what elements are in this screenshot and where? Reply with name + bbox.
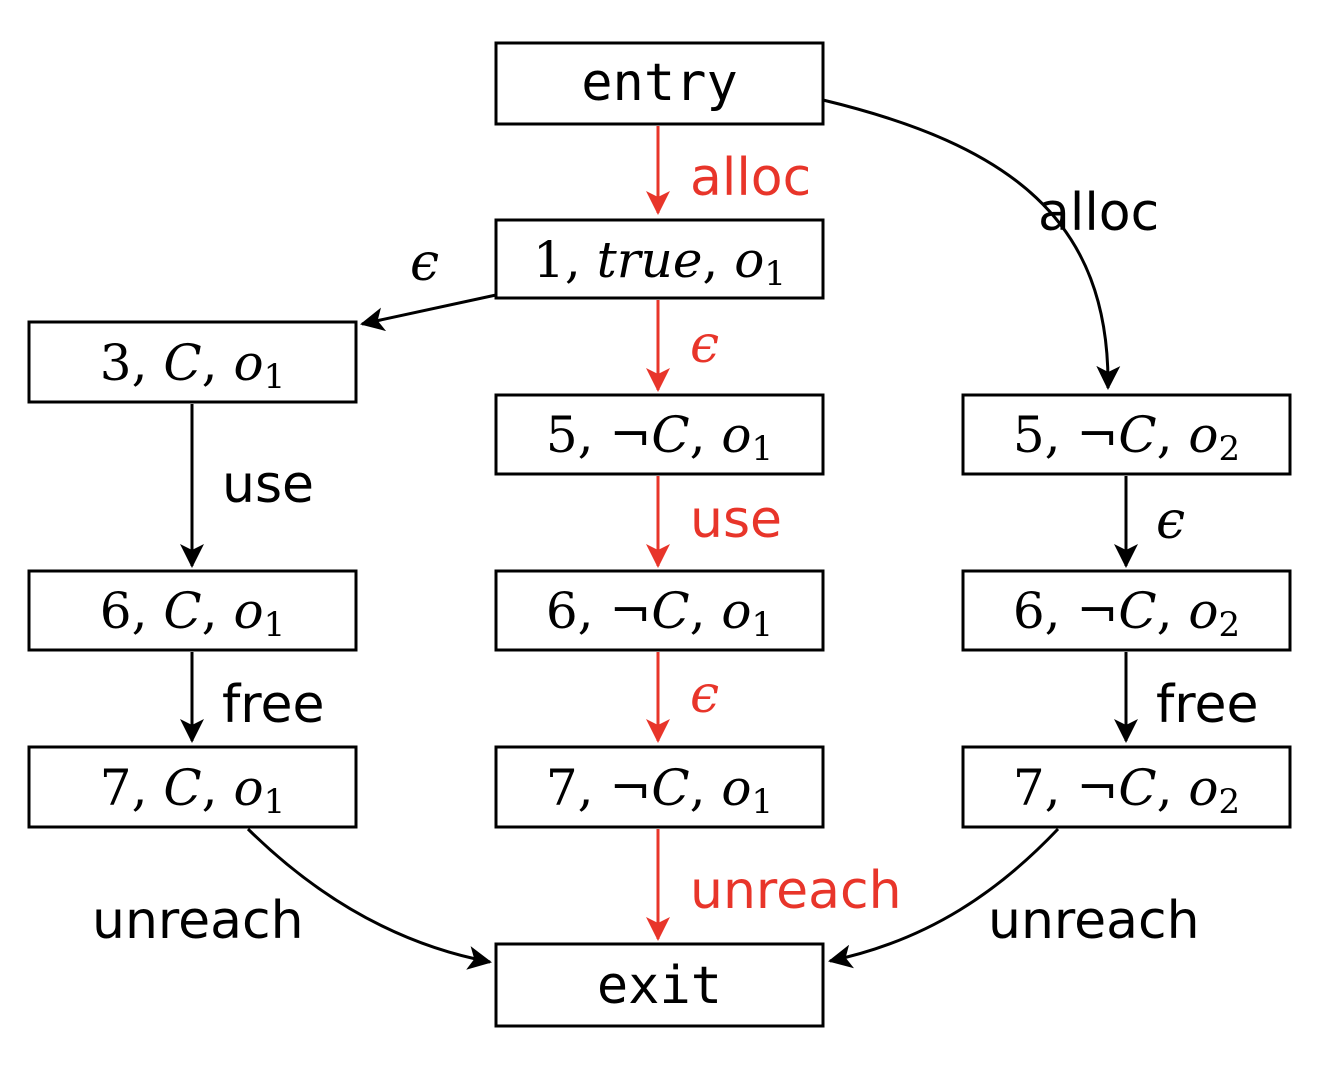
edge-label-r5-r6: ϵ [1156,491,1185,551]
node-m5-neg: ¬ [609,406,651,464]
edge-r7-to-exit [828,827,1060,969]
node-m6-sub: 1 [752,605,774,645]
svg-text:7, C, o1: 7, C, o1 [100,759,285,822]
svg-text:5, ¬C, o1: 5, ¬C, o1 [546,406,773,469]
node-m5: 5, ¬C, o1 [494,393,825,476]
node-m7-obj: o [721,759,751,817]
svg-text:7, ¬C, o2: 7, ¬C, o2 [1013,759,1240,822]
edge-label-entry-n1: alloc [690,148,811,208]
node-m7-cond: C [651,759,689,817]
edge-label-m6-m7: ϵ [690,665,719,725]
node-m7-neg: ¬ [609,759,651,817]
node-n1-obj: o [734,231,764,289]
node-r7-obj: o [1188,759,1218,817]
node-m5-cond: C [651,406,689,464]
edge-label-m7-exit: unreach [690,861,902,921]
node-r5-sub: 2 [1219,429,1241,469]
node-r6-sub: 2 [1219,605,1241,645]
node-entry: entry [494,41,825,126]
node-m5-obj: o [721,406,751,464]
node-n1-cond: true [597,231,703,289]
node-l3-obj: o [233,334,263,392]
svg-text:6, ¬C, o2: 6, ¬C, o2 [1013,582,1240,645]
node-exit: exit [494,942,825,1028]
edge-label-l6-l7: free [222,675,325,735]
edge-label-entry-r5: alloc [1038,183,1159,243]
node-m6-cond: C [651,582,689,640]
node-r6-cond: C [1118,582,1156,640]
node-l3-sub: 1 [264,357,286,397]
node-l6-sub: 1 [264,605,286,645]
node-r5-cond: C [1118,406,1156,464]
node-l6-obj: o [233,582,263,640]
node-m6-neg: ¬ [609,582,651,640]
edge-label-l7-exit: unreach [92,891,304,951]
node-n1: 1, true, o1 [494,218,825,300]
node-r5-num: 5 [1013,406,1045,464]
node-r7-sub: 2 [1219,782,1241,822]
node-r6-num: 6 [1013,582,1045,640]
node-l3: 3, C, o1 [27,320,358,404]
node-n1-sub: 1 [764,254,786,294]
node-l7-num: 7 [100,759,132,817]
node-l7: 7, C, o1 [27,745,358,829]
node-l3-num: 3 [100,334,132,392]
node-l6-num: 6 [100,582,132,640]
svg-text:5, ¬C, o2: 5, ¬C, o2 [1013,406,1240,469]
node-l7-obj: o [233,759,263,817]
svg-text:6, ¬C, o1: 6, ¬C, o1 [546,582,773,645]
edge-entry-to-r5 [822,98,1121,390]
node-m6-num: 6 [546,582,578,640]
node-m7: 7, ¬C, o1 [494,745,825,829]
node-m7-sub: 1 [752,782,774,822]
node-exit-label: exit [597,956,722,1016]
node-r5-obj: o [1188,406,1218,464]
node-m5-num: 5 [546,406,578,464]
node-r7-num: 7 [1013,759,1045,817]
node-r6-neg: ¬ [1076,582,1118,640]
node-r7-cond: C [1118,759,1156,817]
node-n1-num: 1 [533,231,565,289]
node-r7: 7, ¬C, o2 [961,745,1292,829]
node-l6-cond: C [163,582,201,640]
node-r6: 6, ¬C, o2 [961,569,1292,652]
node-m6-obj: o [721,582,751,640]
edge-label-n1-m5: ϵ [690,315,719,375]
node-entry-label: entry [581,53,738,113]
node-l6: 6, C, o1 [27,569,358,652]
edge-n1-to-l3 [360,293,497,332]
edge-label-l3-l6: use [222,455,314,515]
node-m6: 6, ¬C, o1 [494,569,825,652]
node-m5-sub: 1 [752,429,774,469]
node-r5-neg: ¬ [1076,406,1118,464]
edge-l7-to-exit [246,827,492,970]
node-r5: 5, ¬C, o2 [961,393,1292,476]
edge-label-r6-r7: free [1156,675,1259,735]
edge-label-m5-m6: use [690,490,782,550]
svg-text:3, C, o1: 3, C, o1 [100,334,285,397]
node-l7-sub: 1 [264,782,286,822]
edge-label-n1-l3: ϵ [410,233,439,293]
svg-text:7, ¬C, o1: 7, ¬C, o1 [546,759,773,822]
svg-text:6, C, o1: 6, C, o1 [100,582,285,645]
edge-label-r7-exit: unreach [988,891,1200,951]
node-r6-obj: o [1188,582,1218,640]
svg-text:1, true, o1: 1, true, o1 [533,231,786,294]
node-l3-cond: C [163,334,201,392]
node-m7-num: 7 [546,759,578,817]
node-l7-cond: C [163,759,201,817]
node-r7-neg: ¬ [1076,759,1118,817]
